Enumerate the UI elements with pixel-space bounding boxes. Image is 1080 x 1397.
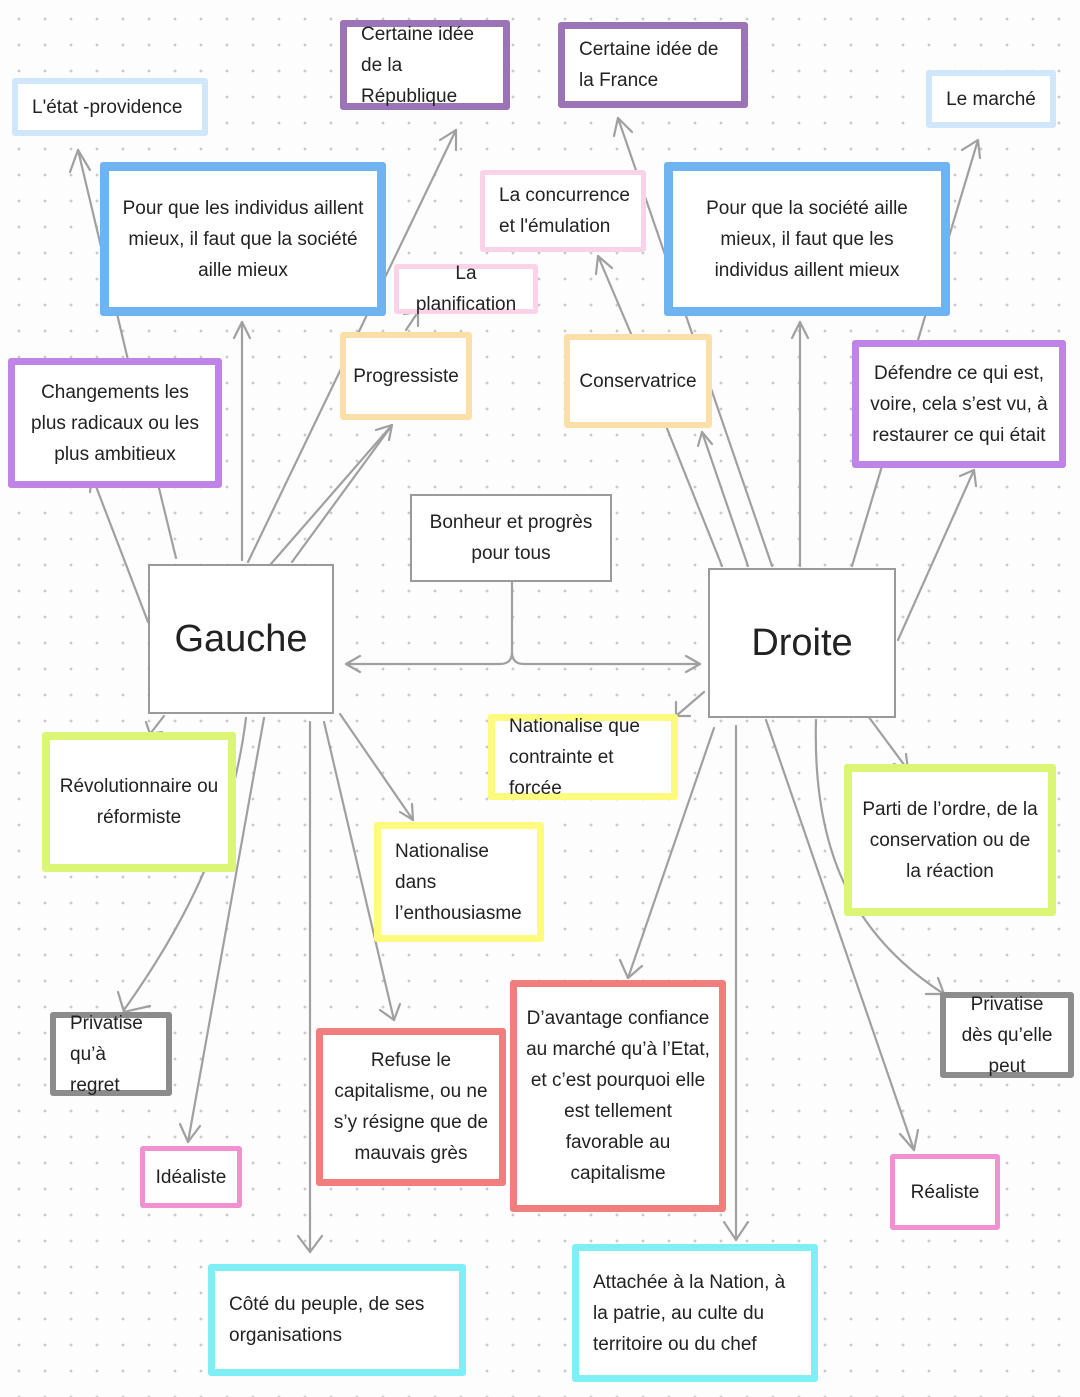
- concept-changements: Changements les plus radicaux ou les plu…: [8, 358, 222, 488]
- concept-nationalise-droite: Nationalise que contrainte et forcée: [488, 714, 678, 800]
- droite-node: Droite: [708, 568, 896, 718]
- arrow-gauche-nationalise: [338, 712, 415, 822]
- arrow-gauche-changements: [90, 474, 150, 624]
- arrow-gauche-progressiste: [268, 423, 394, 567]
- concept-nation: Attachée à la Nation, à la patrie, au cu…: [572, 1244, 818, 1382]
- concept-marche: Le marché: [926, 70, 1056, 128]
- concept-privatise-gauche: Privatise qu’à regret: [50, 1012, 172, 1096]
- arrow-gauche-progressiste-2: [290, 426, 392, 564]
- arrow-droite-conservatrice: [664, 424, 724, 568]
- concept-privatise-droite: Privatise dès qu’elle peut: [940, 992, 1074, 1078]
- arrow-droite-defendre: [850, 464, 884, 568]
- arrow-droite-defendre-2: [896, 468, 976, 642]
- concept-conservatrice: Conservatrice: [564, 334, 712, 428]
- arrow-droite-conservatrice-2: [700, 430, 750, 568]
- concept-individus: Pour que la société aille mieux, il faut…: [664, 162, 950, 316]
- arrow-gauche-changements-2: [156, 482, 178, 560]
- concept-realiste: Réaliste: [890, 1154, 1000, 1230]
- arrow-droite-ordre: [866, 714, 910, 772]
- concept-concurrence: La concurrence et l'émulation: [480, 170, 646, 252]
- concept-planification: La planification: [394, 263, 538, 315]
- concept-nationalise-gauche: Nationalise dans l’enthousiasme: [374, 822, 544, 942]
- concept-confiance-marche: D’avantage confiance au marché qu’à l’Et…: [510, 980, 726, 1212]
- concept-societe: Pour que les individus aillent mieux, il…: [100, 162, 386, 316]
- arrow-droite-nationalise: [674, 690, 706, 718]
- concept-etat-providence: L'état -providence: [12, 78, 208, 136]
- center-bracket: [344, 580, 702, 666]
- gauche-node: Gauche: [148, 564, 334, 714]
- concept-ordre: Parti de l’ordre, de la conservation ou …: [844, 764, 1056, 916]
- concept-refuse-capitalisme: Refuse le capitalisme, ou ne s’y résigne…: [316, 1028, 506, 1186]
- concept-peuple: Côté du peuple, de ses organisations: [208, 1264, 466, 1376]
- concept-defendre: Défendre ce qui est, voire, cela s’est v…: [852, 340, 1066, 468]
- concept-revolutionnaire: Révolutionnaire ou réformiste: [42, 732, 236, 872]
- concept-france: Certaine idée de la France: [558, 22, 748, 108]
- concept-idealiste: Idéaliste: [140, 1146, 242, 1208]
- concept-progressiste: Progressiste: [340, 332, 472, 420]
- concept-republique: Certaine idée de la République: [340, 20, 510, 110]
- center-node: Bonheur et progrès pour tous: [410, 494, 612, 582]
- arrow-droite-concurrence: [596, 254, 634, 338]
